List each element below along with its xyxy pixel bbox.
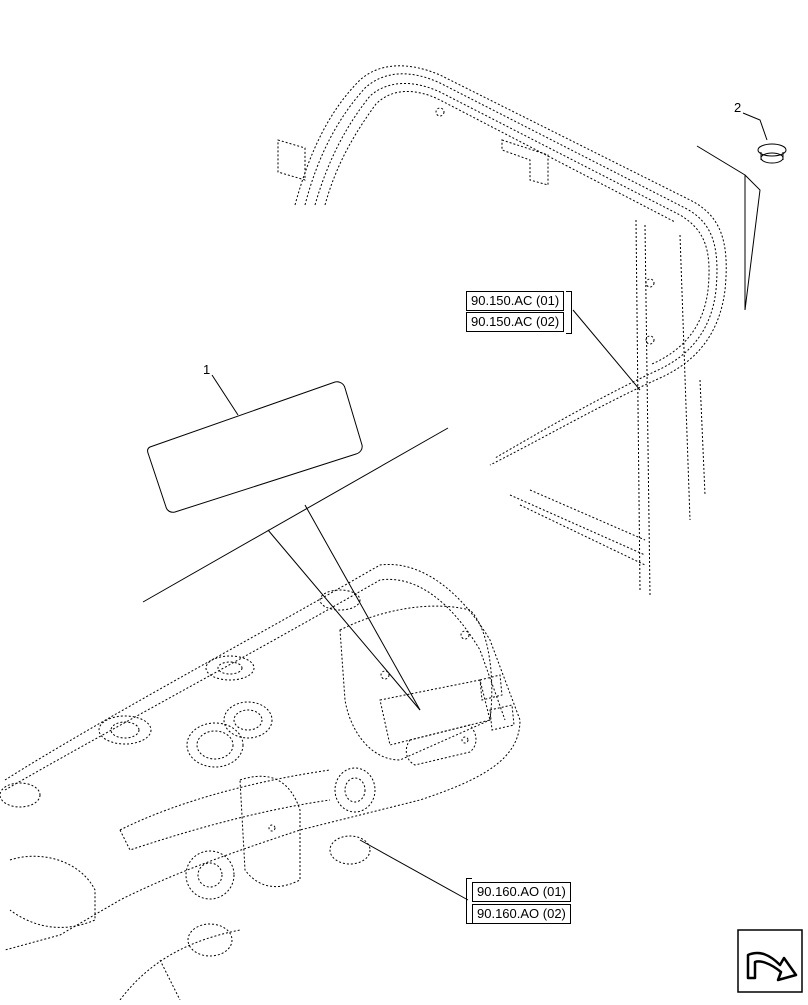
next-page-arrow-icon[interactable] (737, 929, 803, 993)
cab-frame (277, 65, 727, 596)
dashboard (0, 563, 521, 1001)
callout-2: 2 (734, 100, 742, 115)
leader-lines (142, 112, 768, 901)
ref-dashboard-02[interactable]: 90.160.AO (02) (472, 904, 571, 924)
ref-cab-frame-01[interactable]: 90.150.AC (01) (466, 291, 565, 311)
decal-part (147, 381, 363, 513)
ref-bracket-dashboard (466, 878, 472, 924)
plug-part (757, 143, 787, 164)
ref-cab-frame-02[interactable]: 90.150.AC (02) (466, 312, 565, 332)
ref-dashboard-01[interactable]: 90.160.AO (01) (472, 882, 571, 902)
ref-bracket-cab (566, 291, 572, 334)
callout-1: 1 (203, 362, 211, 377)
